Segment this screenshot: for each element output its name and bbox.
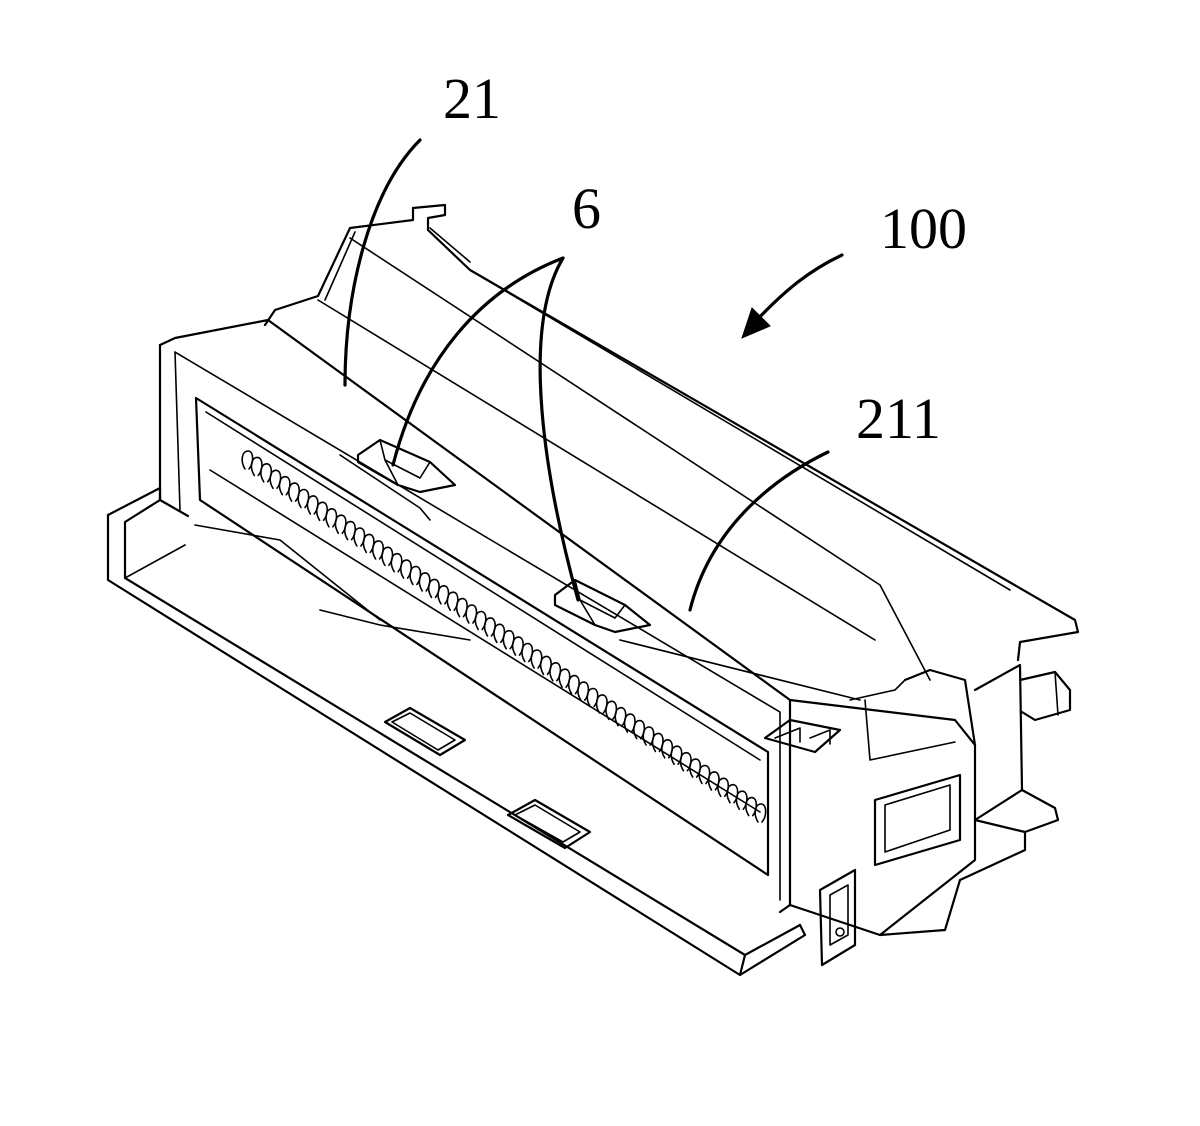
terminal <box>755 804 765 822</box>
mark-tab <box>765 720 840 752</box>
latch-left <box>358 440 455 492</box>
label-21: 21 <box>443 66 501 131</box>
label-6: 6 <box>572 176 601 241</box>
tray-slot-1 <box>385 708 465 755</box>
port-opening <box>196 398 768 875</box>
leader-6-right <box>540 258 578 600</box>
front-frame <box>160 320 790 912</box>
leader-21 <box>345 140 420 385</box>
arrow-100 <box>742 255 842 338</box>
connector-body <box>108 205 1078 975</box>
leader-211 <box>690 452 828 610</box>
tray-slot-2 <box>508 800 590 848</box>
label-100: 100 <box>880 196 967 261</box>
side-bracket <box>975 665 1022 820</box>
label-211: 211 <box>856 386 941 451</box>
